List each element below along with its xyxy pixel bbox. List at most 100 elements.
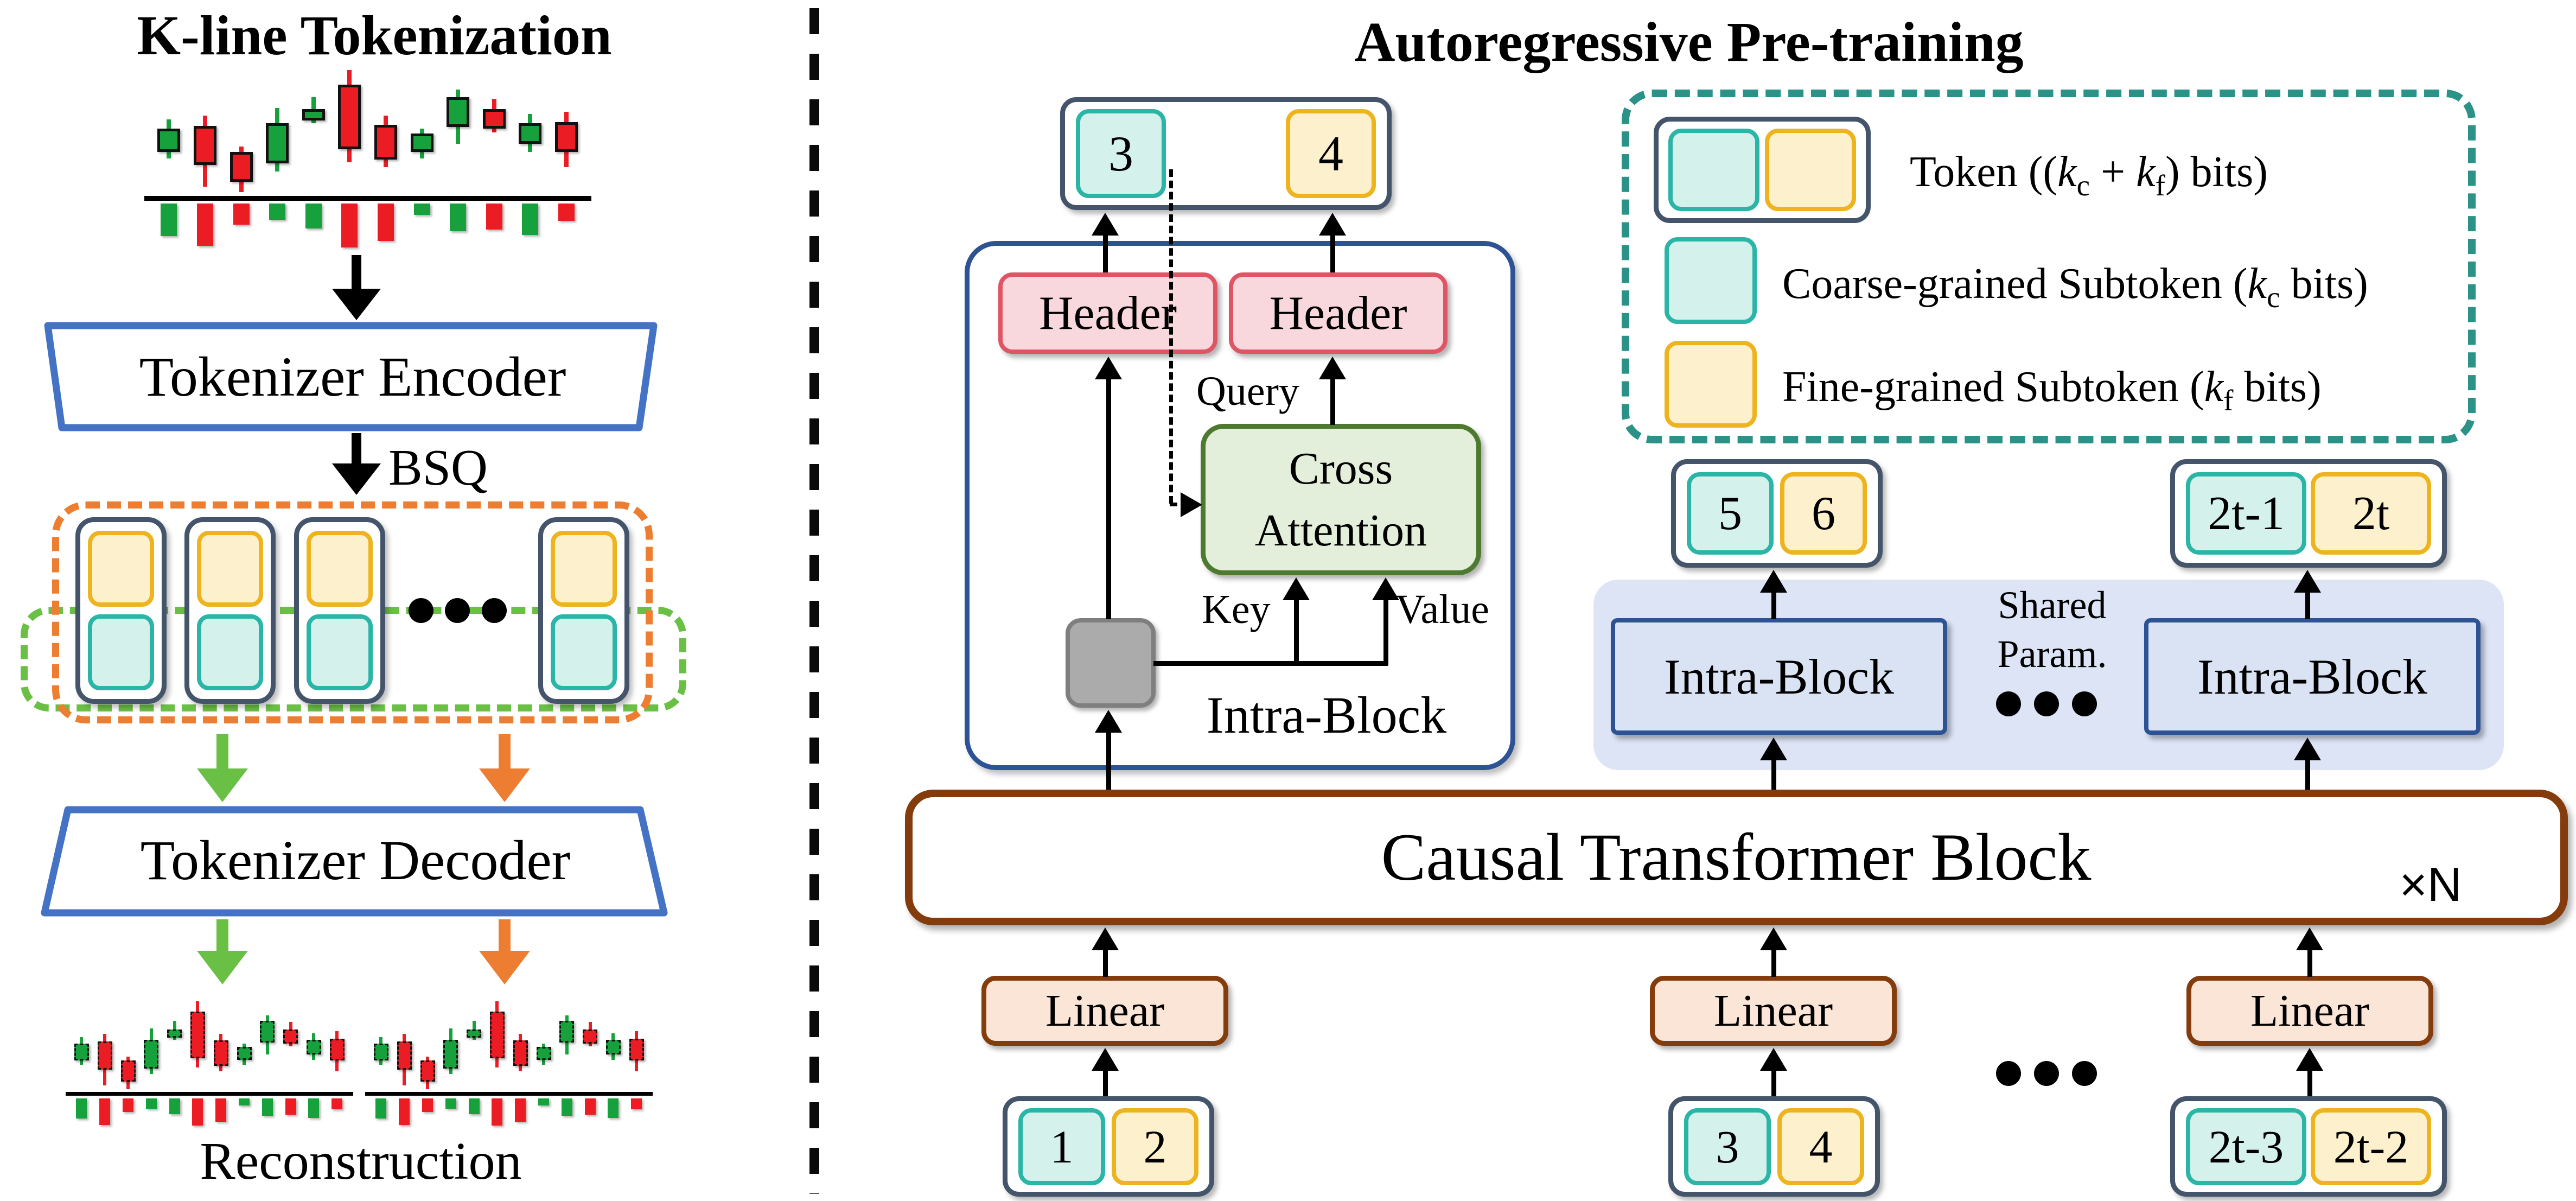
fine-subtoken <box>551 531 617 607</box>
candle-body <box>554 122 578 152</box>
candle-body <box>329 1039 345 1060</box>
shared-param-line2: Param. <box>1997 632 2107 676</box>
candle-body <box>397 1041 412 1070</box>
candle-body <box>237 1047 252 1060</box>
candle-body <box>373 1043 388 1060</box>
coarse-subtoken-value: 2t-3 <box>2208 1120 2284 1173</box>
input-token-2t3-2t2: 2t-3 2t-2 <box>2170 1096 2447 1197</box>
kv-elbow-line <box>1153 661 1388 666</box>
candle-body <box>144 1039 159 1069</box>
key-label: Key <box>1202 587 1271 632</box>
fine-subtoken-value: 4 <box>1318 126 1343 181</box>
input-token-1-2: 1 2 <box>1003 1096 1214 1197</box>
volume-bar <box>76 1098 87 1119</box>
linear-box: Linear <box>2186 976 2433 1046</box>
volume-bar <box>341 204 358 247</box>
query-label: Query <box>1196 368 1299 414</box>
volume-bar <box>262 1098 273 1116</box>
hidden-state-box <box>1066 618 1156 708</box>
candle-body <box>605 1039 621 1055</box>
coarse-subtoken: 2t-3 <box>2186 1108 2306 1185</box>
ellipsis-dot <box>1996 1061 2021 1086</box>
ellipsis-dot <box>445 598 470 623</box>
candle-body <box>283 1029 298 1044</box>
candle-body <box>266 123 289 164</box>
coarse-subtoken <box>1668 129 1759 211</box>
volume-bar <box>377 204 394 241</box>
sequence-token-2 <box>184 517 276 704</box>
volume-bar <box>522 204 539 235</box>
chart-baseline <box>144 196 591 201</box>
coarse-subtoken: 2t-1 <box>2186 472 2306 555</box>
candle-body <box>229 151 253 182</box>
fine-subtoken-value: 2t-2 <box>2333 1120 2409 1173</box>
sequence-token-3 <box>294 517 385 704</box>
reconstruction-chart-fine <box>365 999 653 1129</box>
left-panel-title: K-line Tokenization <box>137 4 612 67</box>
causal-transformer-label: Causal Transformer Block <box>1381 820 2092 894</box>
ellipsis-dot <box>2034 1061 2059 1086</box>
repeat-n-label: ×N <box>2399 857 2462 911</box>
token-sequence-dashed-box <box>52 501 653 723</box>
volume-bar <box>308 1098 320 1118</box>
candle-body <box>559 1021 575 1043</box>
mid-token-2t1-2t: 2t-1 2t <box>2170 459 2447 568</box>
legend-row-fine-label: Fine-grained Subtoken (kf bits) <box>1782 363 2322 417</box>
fine-subtoken <box>88 531 154 607</box>
coarse-subtoken: 3 <box>1684 1108 1771 1185</box>
legend-row-coarse-label: Coarse-grained Subtoken (kc bits) <box>1782 260 2368 314</box>
value-label: Value <box>1395 587 1490 632</box>
coarse-subtoken <box>88 614 154 690</box>
cross-attention-line2: Attention <box>1254 505 1427 556</box>
input-token-3-4: 3 4 <box>1668 1096 1880 1197</box>
fine-subtoken: 6 <box>1780 472 1867 555</box>
intra-block-box: Intra-Block <box>1611 618 1947 735</box>
coarse-subtoken: 3 <box>1076 109 1166 198</box>
fine-subtoken <box>1765 129 1856 211</box>
coarse-subtoken-value: 5 <box>1718 487 1742 540</box>
volume-bar <box>445 1098 456 1109</box>
volume-bar <box>631 1098 642 1110</box>
volume-bar <box>239 1098 250 1105</box>
mid-token-5-6: 5 6 <box>1671 459 1883 568</box>
trapezoid-shapes <box>41 322 668 917</box>
candle-body <box>120 1060 136 1082</box>
ellipsis-dot <box>482 598 507 623</box>
coarse-subtoken <box>307 614 373 690</box>
ellipsis-dot <box>2072 1061 2097 1086</box>
fine-subtoken: 4 <box>1777 1108 1864 1185</box>
coarse-subtoken-value: 1 <box>1050 1120 1074 1173</box>
candle-body <box>260 1021 275 1043</box>
fine-subtoken: 2 <box>1112 1108 1198 1185</box>
chart-baseline <box>365 1092 653 1096</box>
fine-subtoken <box>307 531 373 607</box>
reconstruction-label: Reconstruction <box>200 1132 522 1191</box>
right-panel-title: Autoregressive Pre-training <box>1354 10 2024 73</box>
fine-subtoken: 4 <box>1286 109 1376 198</box>
candle-body <box>193 125 216 165</box>
query-arrowhead-icon <box>1181 492 1202 517</box>
cross-attention-box: Cross Attention <box>1201 424 1481 575</box>
volume-bar <box>99 1098 111 1125</box>
fine-subtoken: 2t-2 <box>2311 1108 2431 1185</box>
panel-divider <box>809 8 819 1194</box>
volume-bar <box>233 204 250 225</box>
candle-body <box>519 123 542 144</box>
legend-coarse-icon <box>1665 237 1757 324</box>
header-box-coarse: Header <box>998 272 1217 354</box>
candle-body <box>513 1040 528 1066</box>
volume-bar <box>215 1098 227 1122</box>
candle-body <box>443 1039 458 1069</box>
volume-bar <box>492 1098 503 1126</box>
intra-block-expanded-label: Intra-Block <box>1206 685 1447 744</box>
sequence-token-1 <box>75 517 167 704</box>
tokenizer-encoder-shape <box>44 322 658 431</box>
candle-body <box>157 128 181 152</box>
coarse-subtoken <box>551 614 617 690</box>
linear-box: Linear <box>1650 976 1897 1046</box>
volume-bar <box>468 1098 480 1114</box>
volume-bar <box>486 204 502 230</box>
candle-body <box>420 1060 435 1082</box>
volume-bar <box>538 1098 549 1105</box>
